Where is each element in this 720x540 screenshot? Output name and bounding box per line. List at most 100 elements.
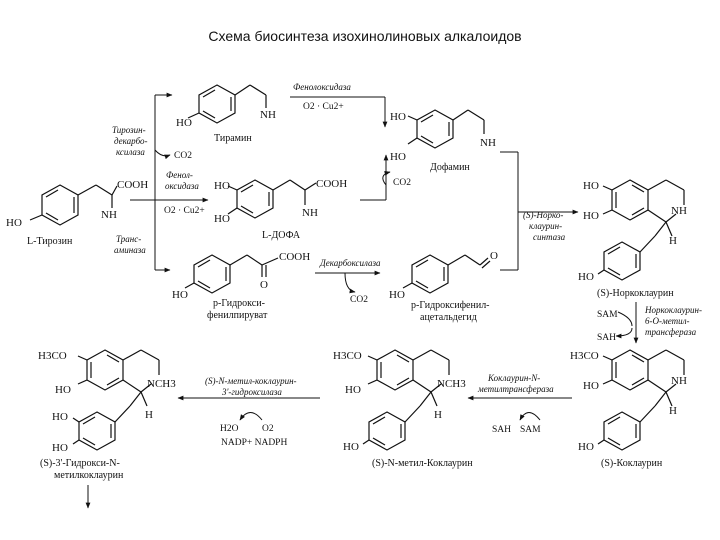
- cofactor-co2: CO2: [174, 151, 192, 161]
- cofactor-nadp: NADP+ NADPH: [221, 438, 287, 448]
- group-ho: HO: [214, 213, 230, 225]
- group-ho: HO: [390, 111, 406, 123]
- group-cooh: COOH: [316, 178, 347, 190]
- label-hnmc-1: (S)-3'-Гидрокси-N-: [40, 458, 120, 469]
- group-ho: HO: [578, 441, 594, 453]
- group-h3co: H3CO: [333, 350, 362, 362]
- cofactor-h2o: H2O: [220, 424, 239, 434]
- arrow-to-norcoclaurine: (S)-Норко- клаурин- синтаза: [500, 151, 579, 271]
- group-o: O: [490, 250, 498, 262]
- enzyme-tdc-1: Тирозин-: [112, 125, 146, 135]
- group-h: H: [669, 405, 677, 417]
- group-ho: HO: [583, 180, 599, 192]
- label-n-methylcoclaurine: (S)-N-метил-Коклаурин: [372, 458, 473, 469]
- group-ho: HO: [343, 441, 359, 453]
- enzyme-nmt-1: Коклаурин-N-: [487, 373, 540, 383]
- cofactor-o2: O2: [262, 424, 274, 434]
- enzyme-ncs-3: синтаза: [533, 232, 566, 242]
- arrow-dopa-dopamine: CO2: [360, 154, 411, 201]
- arrow-tyramine-dopamine: Фенолоксидаза O2 · Cu2+: [290, 82, 388, 128]
- group-ho: HO: [214, 180, 230, 192]
- enzyme-decarboxylase: Декарбоксилаза: [319, 258, 381, 268]
- group-h: H: [434, 409, 442, 421]
- cofactor-sam: SAM: [597, 310, 618, 320]
- group-h3co: H3CO: [570, 350, 599, 362]
- enzyme-tdc-2: декарбо-: [114, 136, 148, 146]
- group-nch3: NCH3: [437, 378, 466, 390]
- cofactor-sah: SAH: [597, 333, 616, 343]
- molecule-dopamine: HO HO NH Дофамин: [390, 109, 496, 173]
- enzyme-nmt-2: метилтрансфераза: [477, 384, 554, 394]
- cofactor-sam: SAM: [520, 425, 541, 435]
- label-hppyr-2: фенилпируват: [207, 310, 268, 321]
- group-nh2: NH: [260, 109, 276, 121]
- group-ho: HO: [6, 217, 22, 229]
- arrow-norcoclaurine-coclaurine: SAM SAH Норкоклаурин- 6-O-метил- трансфе…: [597, 302, 702, 344]
- label-hpaa-1: p-Гидроксифенил-: [411, 300, 490, 311]
- molecule-dopa: HO HO COOH NH L-ДОФА: [214, 178, 347, 241]
- group-ho: HO: [52, 411, 68, 423]
- group-ho: HO: [583, 380, 599, 392]
- enzyme-hyd-1: (S)-N-метил-коклаурин-: [205, 376, 297, 386]
- group-ho: HO: [583, 210, 599, 222]
- group-nh2: NH: [480, 137, 496, 149]
- enzyme-ncs-1: (S)-Норко-: [523, 210, 563, 220]
- molecule-tyramine: HO NH Тирамин: [176, 84, 276, 144]
- arrow-coclaurine-nmc: Коклаурин-N- метилтрансфераза SAH SAM: [467, 373, 572, 435]
- molecule-hydroxy-n-methylcoclaurine: H3CO HO NCH3 H HO HO (S)-3'-Гидрокси-N- …: [38, 349, 176, 481]
- enzyme-transam-1: Транс-: [116, 234, 141, 244]
- label-tyrosine: L-Тирозин: [27, 236, 73, 247]
- label-coclaurine: (S)-Коклаурин: [601, 458, 663, 469]
- group-ho: HO: [345, 384, 361, 396]
- group-ho: HO: [578, 271, 594, 283]
- enzyme-phenolox-1: Фенол-: [166, 170, 193, 180]
- group-ho: HO: [176, 117, 192, 129]
- molecule-tyrosine: COOH NH HO L-Тирозин: [6, 179, 148, 247]
- enzyme-omt-1: Норкоклаурин-: [644, 305, 702, 315]
- group-h: H: [145, 409, 153, 421]
- enzyme-ncs-2: клаурин-: [529, 221, 562, 231]
- group-cooh: COOH: [117, 179, 148, 191]
- label-hnmc-2: метилкоклаурин: [54, 470, 124, 481]
- enzyme-hyd-2: 3'-гидроксилаза: [221, 387, 282, 397]
- group-nh: NH: [671, 375, 687, 387]
- enzyme-phenoloxidase: Фенолоксидаза: [293, 82, 351, 92]
- branch-tyrosine: CO2 Тирозин- декарбо- ксилаза Фенол- окс…: [112, 92, 209, 273]
- group-o: O: [260, 279, 268, 291]
- label-dopa: L-ДОФА: [262, 230, 301, 241]
- group-nh: NH: [671, 205, 687, 217]
- molecule-coclaurine: H3CO HO NH H HO (S)-Коклаурин: [570, 349, 687, 469]
- molecule-hydroxyphenylpyruvate: HO COOH O p-Гидрокси- фенилпируват: [172, 251, 310, 321]
- molecule-norcoclaurine: HO HO NH H HO (S)-Норкоклаурин: [578, 179, 687, 299]
- molecule-n-methylcoclaurine: H3CO HO NCH3 H HO (S)-N-метил-Коклаурин: [333, 349, 473, 469]
- label-norcoclaurine: (S)-Норкоклаурин: [597, 288, 674, 299]
- label-hppyr-1: p-Гидрокси-: [213, 298, 265, 309]
- group-h: H: [669, 235, 677, 247]
- group-nh2: NH: [302, 207, 318, 219]
- group-ho: HO: [389, 289, 405, 301]
- arrow-nmc-hydroxynmc: (S)-N-метил-коклаурин- 3'-гидроксилаза H…: [177, 376, 320, 448]
- group-cooh: COOH: [279, 251, 310, 263]
- page-title: Схема биосинтеза изохинолиновых алкалоид…: [208, 28, 521, 44]
- enzyme-phenolox-2: оксидаза: [165, 181, 199, 191]
- group-ho: HO: [55, 384, 71, 396]
- cofactor-sah: SAH: [492, 425, 511, 435]
- group-ho: HO: [390, 151, 406, 163]
- cofactor-o2-cu: O2 · Cu2+: [303, 102, 344, 112]
- label-hpaa-2: ацетальдегид: [420, 312, 477, 323]
- label-dopamine: Дофамин: [430, 162, 470, 173]
- enzyme-omt-2: 6-O-метил-: [645, 316, 690, 326]
- enzyme-transam-2: аминаза: [114, 245, 146, 255]
- label-tyramine: Тирамин: [214, 133, 252, 144]
- arrow-pyruvate-aldehyde: Декарбоксилаза CO2: [315, 258, 381, 305]
- enzyme-tdc-3: ксилаза: [116, 147, 145, 157]
- group-nh2: NH: [101, 209, 117, 221]
- group-ho: HO: [52, 442, 68, 454]
- cofactor-co2: CO2: [350, 295, 368, 305]
- group-h3co: H3CO: [38, 350, 67, 362]
- enzyme-omt-3: трансфераза: [645, 327, 697, 337]
- cofactor-o2-cu: O2 · Cu2+: [164, 206, 205, 216]
- cofactor-co2: CO2: [393, 178, 411, 188]
